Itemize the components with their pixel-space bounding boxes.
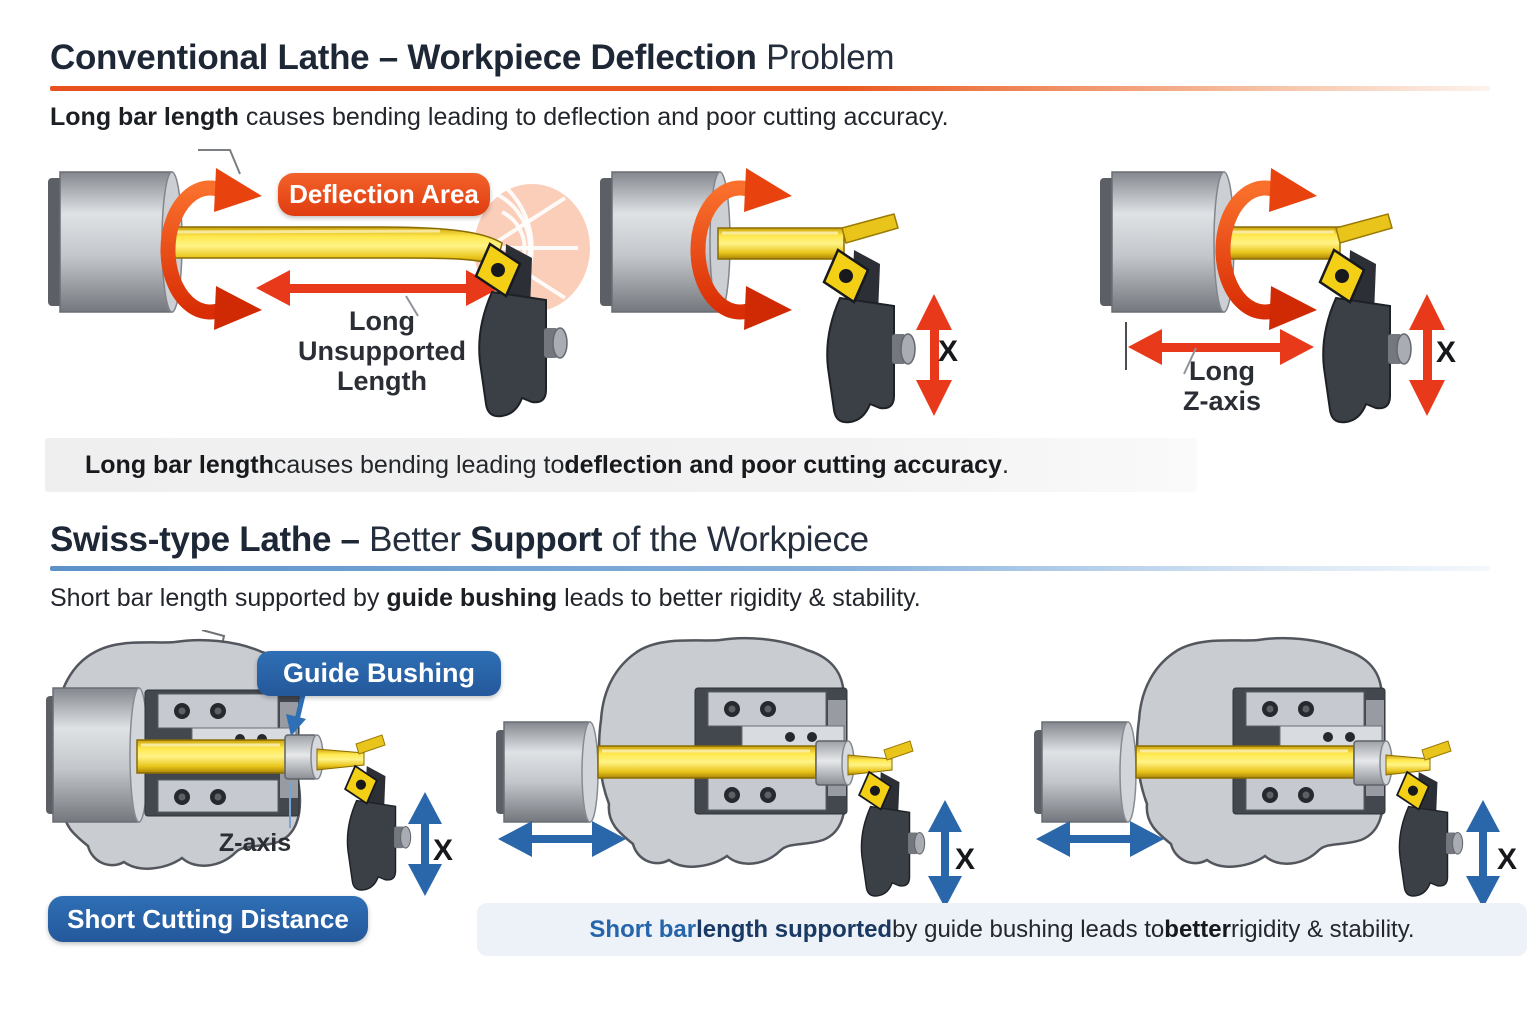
workpiece-bar <box>136 739 288 774</box>
conventional-lathe-long-bar-illustration <box>48 149 590 418</box>
z-axis-label: Z-axis <box>218 829 292 857</box>
section1-subtitle: Long bar length causes bending leading t… <box>50 103 949 132</box>
swiss-lathe-guide-bushing-illustration <box>46 630 442 896</box>
x-axis-label-swiss1: X <box>433 834 454 867</box>
z-axis-arrow <box>1128 329 1314 365</box>
x-axis-arrow <box>1409 294 1445 416</box>
bar-tip <box>847 754 893 776</box>
x-axis-arrow <box>928 800 962 908</box>
section1-title-bold: Conventional Lathe – Workpiece Deflectio… <box>50 38 757 77</box>
section2-title: Swiss-type Lathe – Better Support of the… <box>50 520 869 560</box>
rotation-arrow-icon <box>1215 168 1317 330</box>
chip <box>355 734 386 755</box>
guide-bushing-badge: Guide Bushing <box>257 651 501 696</box>
section2-title-bold1: Swiss-type Lathe – <box>50 520 370 559</box>
conventional-lathe-short-bar-illustration <box>600 168 952 424</box>
unsupported-length-arrow <box>256 270 500 306</box>
chip <box>1335 213 1393 244</box>
swiss-lathe-illustration-3 <box>1034 636 1500 908</box>
x-axis-arrow <box>1466 800 1500 908</box>
spindle-cylinder <box>496 721 599 823</box>
workpiece-bar <box>717 213 899 260</box>
rotation-arrow-icon <box>690 168 792 330</box>
rotation-arrow-icon <box>160 168 262 330</box>
spindle-cylinder <box>46 687 149 823</box>
chip <box>883 740 914 761</box>
section2-banner: Short bar length supported by guide bush… <box>477 903 1527 956</box>
z-axis-arrow <box>498 821 626 857</box>
workpiece-bar <box>1221 213 1393 260</box>
long-z-axis-label: Long Z-axis <box>1182 356 1262 416</box>
leader-line <box>198 149 241 175</box>
chuck <box>1100 171 1235 313</box>
z-axis-arrow <box>1036 821 1164 857</box>
section1-banner: Long bar length causes bending leading t… <box>45 438 1197 492</box>
cutting-tool <box>1395 770 1464 897</box>
short-cutting-distance-badge: Short Cutting Distance <box>48 896 368 942</box>
section2-title-bold2: Support <box>470 520 603 559</box>
section2-divider <box>50 566 1490 571</box>
x-axis-label-swiss3: X <box>1497 843 1518 876</box>
section2-title-light2: of the Workpiece <box>602 520 870 559</box>
conventional-lathe-z-axis-illustration <box>1100 168 1445 424</box>
section2-subtitle: Short bar length supported by guide bush… <box>50 584 921 612</box>
deflection-area-badge: Deflection Area <box>278 173 490 216</box>
section1-title-light: Problem <box>756 38 895 77</box>
swiss-lathe-illustration-2 <box>496 636 962 908</box>
bar-tip <box>316 748 365 771</box>
x-axis-label-right: X <box>1436 336 1457 369</box>
workpiece-bar <box>597 745 817 779</box>
bar-tip <box>1385 754 1431 776</box>
section1-subtitle-bold: Long bar length <box>50 103 239 131</box>
chip <box>841 213 899 244</box>
x-axis-label-mid: X <box>938 335 959 368</box>
chip <box>1421 740 1452 761</box>
cutting-tool <box>474 242 568 418</box>
workpiece-bar <box>1135 745 1355 779</box>
cutting-tool <box>1318 248 1412 424</box>
section1-title: Conventional Lathe – Workpiece Deflectio… <box>50 38 895 78</box>
x-axis-label-swiss2: X <box>955 843 976 876</box>
section1-divider <box>50 86 1490 91</box>
workpiece-bar <box>167 226 503 266</box>
x-axis-arrow <box>408 792 442 896</box>
x-axis-arrow <box>916 294 952 416</box>
cutting-tool <box>822 248 916 424</box>
section1-subtitle-rest: causes bending leading to deflection and… <box>238 103 949 131</box>
label-leader-line <box>405 295 419 317</box>
cutting-tool <box>343 764 412 891</box>
unsupported-length-label: Long Unsupported Length <box>298 306 466 396</box>
label-leader-line <box>1183 347 1197 375</box>
spindle-cylinder <box>1034 721 1137 823</box>
section2-title-light1: Better <box>369 520 471 559</box>
cutting-tool <box>857 770 926 897</box>
